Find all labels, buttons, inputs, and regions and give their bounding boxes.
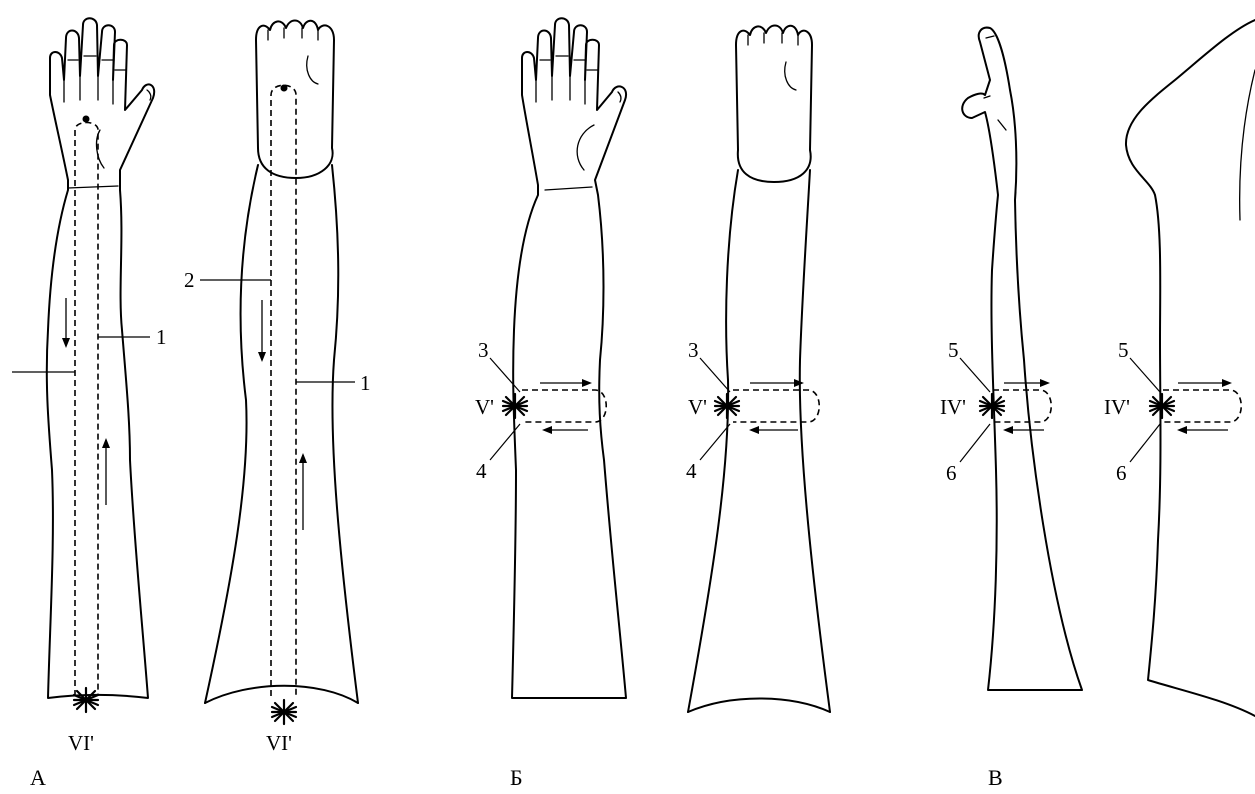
- leader-label: 3: [688, 338, 699, 362]
- leader-label: 4: [686, 459, 697, 483]
- panel-a-leg: 2 1 VI': [184, 21, 371, 756]
- point-label: V': [688, 395, 707, 419]
- point-label: V': [475, 395, 494, 419]
- point-label: VI': [266, 731, 292, 755]
- leader-label: 3: [478, 338, 489, 362]
- leader-label: 1: [156, 325, 167, 349]
- leader-label: 5: [948, 338, 959, 362]
- arm-outline-b: [512, 18, 626, 698]
- leader-label: 6: [946, 461, 957, 485]
- arm-outline-a: [47, 18, 154, 698]
- leader-label: 4: [476, 459, 487, 483]
- panel-v-leg: 5 6 IV': [1104, 20, 1255, 716]
- leg-outline-a: [256, 21, 334, 179]
- arm-outline-v: [962, 28, 1082, 690]
- panel-b-leg: 3 4 V': [686, 26, 830, 713]
- panel-label-b: Б: [510, 765, 523, 790]
- leg-outline-v: [1126, 20, 1255, 716]
- panel-v-arm: 5 6 IV': [940, 28, 1082, 690]
- leader-label: 2: [184, 268, 195, 292]
- panel-b-arm: 3 4 V': [475, 18, 626, 698]
- point-label: VI': [68, 731, 94, 755]
- leader-label: 5: [1118, 338, 1129, 362]
- point-label: IV': [1104, 395, 1130, 419]
- leader-label: 1: [360, 371, 371, 395]
- panel-label-a: А: [30, 765, 46, 790]
- panel-a-arm: 1 VI': [12, 18, 167, 755]
- leader-label: 6: [1116, 461, 1127, 485]
- point-label: IV': [940, 395, 966, 419]
- leg-outline-b: [736, 26, 812, 183]
- panel-label-v: В: [988, 765, 1003, 790]
